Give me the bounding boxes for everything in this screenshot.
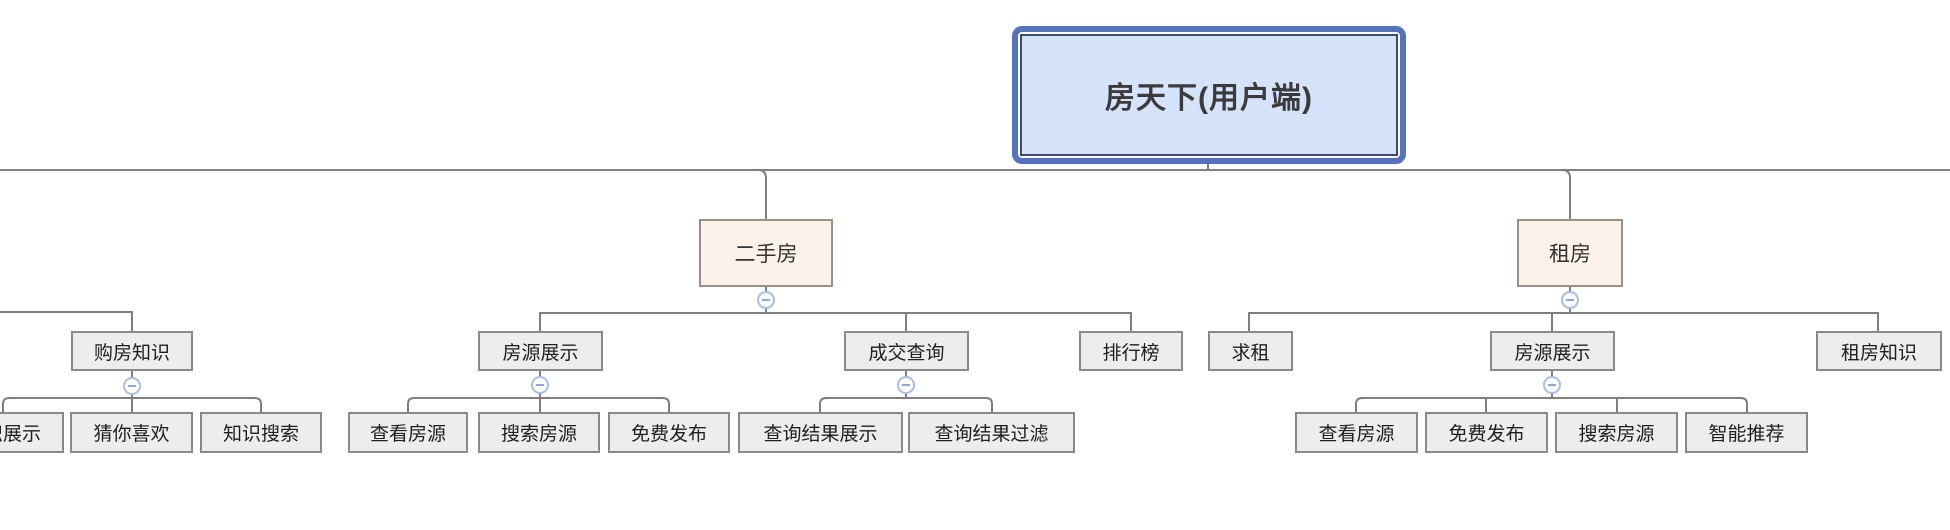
minus-icon — [536, 384, 544, 386]
collapse-button-ershoufang[interactable] — [757, 291, 775, 309]
minus-icon — [128, 385, 136, 387]
collapse-button-fangyuan-zhanshi-esf[interactable] — [531, 376, 549, 394]
collapse-button-chengjiao-chaxun[interactable] — [897, 376, 915, 394]
minus-icon — [1566, 299, 1574, 301]
node-goufang-zhishi[interactable]: 购房知识 — [71, 331, 193, 371]
collapse-button-zufang[interactable] — [1561, 291, 1579, 309]
collapse-button-fangyuan-zhanshi-zf[interactable] — [1543, 376, 1561, 394]
node-zufang-zhishi[interactable]: 租房知识 — [1816, 331, 1942, 371]
node-chakan-fangyuan-zf[interactable]: 查看房源 — [1295, 412, 1418, 453]
node-cai-ni-xihuan[interactable]: 猜你喜欢 — [70, 412, 193, 453]
node-chaxun-jieguo-guolv[interactable]: 查询结果过滤 — [908, 412, 1075, 453]
node-fangyuan-zhanshi-zf[interactable]: 房源展示 — [1490, 331, 1615, 371]
node-chengjiao-chaxun[interactable]: 成交查询 — [844, 331, 969, 371]
node-qiuzu[interactable]: 求租 — [1208, 331, 1293, 371]
node-ershoufang[interactable]: 二手房 — [699, 219, 833, 287]
collapse-button-goufang-zhishi[interactable] — [123, 377, 141, 395]
node-mianfei-fabu-esf[interactable]: 免费发布 — [608, 412, 730, 453]
node-root[interactable]: 房天下(用户端) — [1012, 26, 1406, 164]
node-fangyuan-zhanshi-esf[interactable]: 房源展示 — [478, 331, 603, 371]
minus-icon — [762, 299, 770, 301]
minus-icon — [1548, 384, 1556, 386]
node-sousuo-fangyuan-zf[interactable]: 搜索房源 — [1555, 412, 1678, 453]
node-mianfei-fabu-zf[interactable]: 免费发布 — [1425, 412, 1548, 453]
node-zhishi-sousuo[interactable]: 知识搜索 — [200, 412, 322, 453]
node-paihangbang[interactable]: 排行榜 — [1079, 331, 1183, 371]
node-sousuo-fangyuan-esf[interactable]: 搜索房源 — [478, 412, 600, 453]
node-chakan-fangyuan-esf[interactable]: 查看房源 — [348, 412, 468, 453]
node-root-label: 房天下(用户端) — [1020, 34, 1398, 156]
minus-icon — [902, 384, 910, 386]
node-zufang[interactable]: 租房 — [1517, 219, 1623, 287]
node-zhineng-tuijian[interactable]: 智能推荐 — [1685, 412, 1808, 453]
node-chaxun-jieguo-zhanshi[interactable]: 查询结果展示 — [738, 412, 903, 453]
